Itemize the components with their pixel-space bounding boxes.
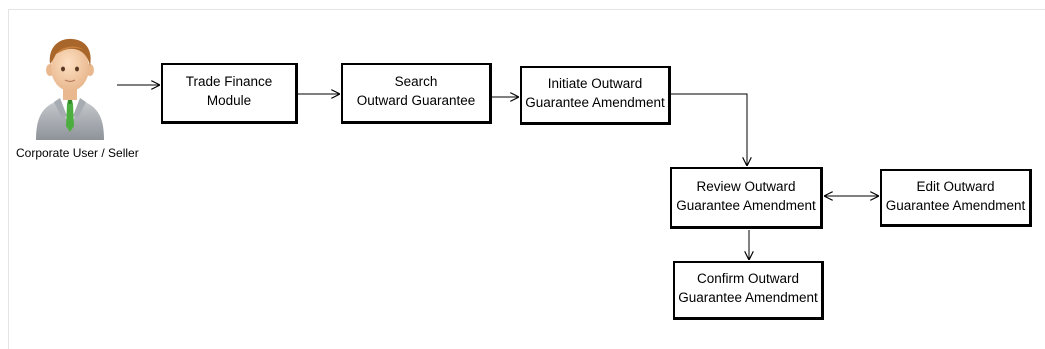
step-label-line-2: Outward Guarantee <box>356 93 476 108</box>
frame-left-border <box>8 9 9 349</box>
step-label-line-2: Guarantee Amendment <box>678 290 818 305</box>
step-trade-finance-module: Trade Finance Module <box>161 63 298 124</box>
step-initiate-outward-guarantee-amendment: Initiate Outward Guarantee Amendment <box>520 66 671 125</box>
step-label: Search Outward Guarantee <box>356 74 476 110</box>
step-confirm-outward-guarantee-amendment: Confirm Outward Guarantee Amendment <box>673 261 824 320</box>
step-label-line-2: Module <box>206 93 252 108</box>
step-edit-outward-guarantee-amendment: Edit Outward Guarantee Amendment <box>880 169 1032 227</box>
frame-top-border <box>8 9 1045 10</box>
step-label-line-2: Guarantee Amendment <box>885 197 1026 213</box>
step-label: Trade Finance Module <box>186 74 273 110</box>
step-label: Confirm Outward Guarantee Amendment <box>678 271 818 307</box>
step-label: Edit Outward Guarantee Amendment <box>885 179 1026 215</box>
actor-label: Corporate User / Seller <box>16 146 139 160</box>
step-label-line-2: Guarantee Amendment <box>525 95 665 110</box>
step-search-outward-guarantee: Search Outward Guarantee <box>341 63 492 124</box>
step-label-line-1: Edit Outward <box>916 178 995 194</box>
step-review-outward-guarantee-amendment: Review Outward Guarantee Amendment <box>670 167 823 229</box>
step-label: Initiate Outward Guarantee Amendment <box>525 76 665 112</box>
step-label: Review Outward Guarantee Amendment <box>676 179 816 215</box>
step-label-line-2: Guarantee Amendment <box>676 197 816 213</box>
user-avatar-icon <box>36 38 104 140</box>
step-label-line-1: Confirm Outward <box>696 271 800 286</box>
arrow-initiate-to-review <box>671 93 747 166</box>
step-label-line-1: Review Outward <box>696 178 796 194</box>
step-label-line-1: Trade Finance <box>185 74 273 89</box>
step-label-line-1: Search <box>394 74 438 89</box>
step-label-line-1: Initiate Outward <box>547 76 643 91</box>
